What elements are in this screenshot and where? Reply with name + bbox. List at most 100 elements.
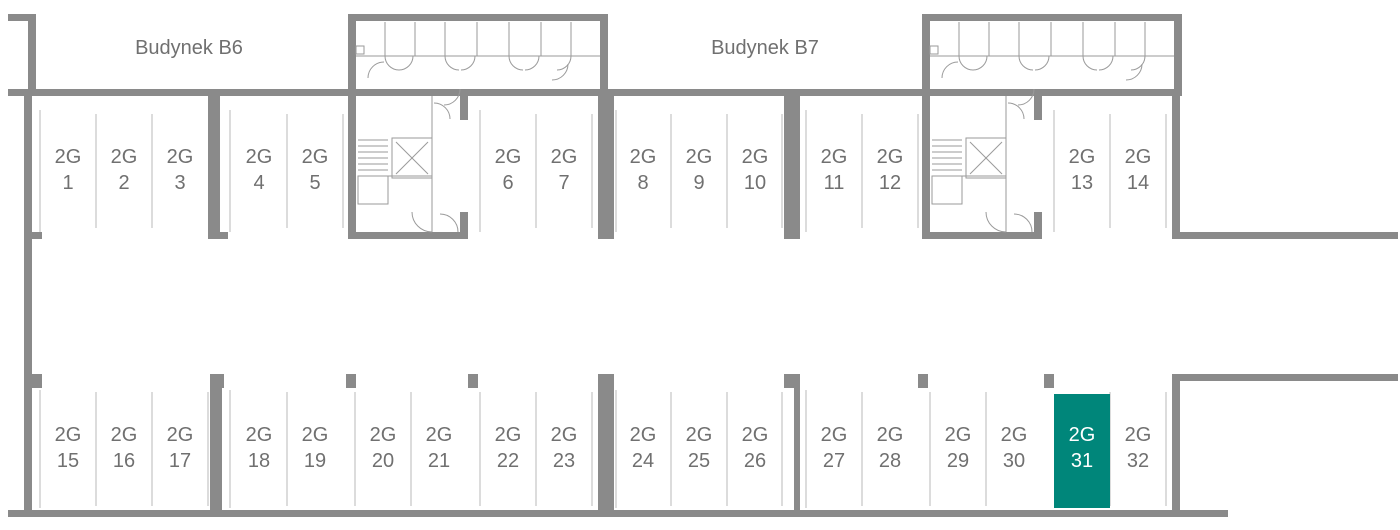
- spot-code: 2G: [246, 424, 273, 446]
- spot-code: 2G: [551, 146, 578, 168]
- spot-code: 2G: [821, 424, 848, 446]
- spot-number: 19: [304, 450, 326, 472]
- spot-number: 21: [428, 450, 450, 472]
- spot-number: 25: [688, 450, 710, 472]
- spot-code: 2G: [686, 424, 713, 446]
- spot-dividers: [39, 110, 1167, 508]
- spot-code: 2G: [877, 146, 904, 168]
- building-label-b6: Budynek B6: [135, 37, 243, 59]
- selected-spot-highlight[interactable]: [1054, 394, 1110, 508]
- spot-code: 2G: [630, 146, 657, 168]
- parking-spot-2[interactable]: 2G2: [96, 116, 152, 230]
- building-label-b7: Budynek B7: [711, 37, 819, 59]
- spot-number: 26: [744, 450, 766, 472]
- spot-code: 2G: [877, 424, 904, 446]
- parking-spot-1[interactable]: 2G1: [40, 116, 96, 230]
- spot-number: 20: [372, 450, 394, 472]
- spot-number: 7: [558, 172, 569, 194]
- spot-code: 2G: [370, 424, 397, 446]
- spot-number: 9: [693, 172, 704, 194]
- parking-spot-7[interactable]: 2G7: [536, 116, 592, 230]
- parking-spot-4[interactable]: 2G4: [231, 116, 287, 230]
- spot-number: 1: [62, 172, 73, 194]
- spot-number: 22: [497, 450, 519, 472]
- spot-number: 16: [113, 450, 135, 472]
- spot-code: 2G: [686, 146, 713, 168]
- spot-number: 18: [248, 450, 270, 472]
- spot-code: 2G: [551, 424, 578, 446]
- spot-number: 8: [637, 172, 648, 194]
- spot-code: 2G: [55, 424, 82, 446]
- parking-spot-5[interactable]: 2G5: [287, 116, 343, 230]
- spot-code: 2G: [167, 424, 194, 446]
- parking-spot-9[interactable]: 2G9: [671, 116, 727, 230]
- spot-code: 2G: [1125, 424, 1152, 446]
- spot-code: 2G: [111, 424, 138, 446]
- spot-number: 27: [823, 450, 845, 472]
- spot-number: 10: [744, 172, 766, 194]
- spot-number: 17: [169, 450, 191, 472]
- spot-code: 2G: [55, 146, 82, 168]
- storage-lockers-b6: [355, 22, 600, 81]
- spot-code: 2G: [302, 146, 329, 168]
- spot-number: 12: [879, 172, 901, 194]
- spot-code: 2G: [426, 424, 453, 446]
- spot-number: 31: [1071, 450, 1093, 472]
- spot-code: 2G: [630, 424, 657, 446]
- spot-code: 2G: [495, 424, 522, 446]
- spot-number: 5: [309, 172, 320, 194]
- spot-number: 11: [824, 172, 845, 194]
- spot-code: 2G: [1001, 424, 1028, 446]
- spot-number: 24: [632, 450, 654, 472]
- spot-code: 2G: [821, 146, 848, 168]
- spot-code: 2G: [1069, 146, 1096, 168]
- storage-lockers-b7: [929, 22, 1174, 81]
- spot-code: 2G: [1125, 146, 1152, 168]
- spot-code: 2G: [111, 146, 138, 168]
- parking-spot-8[interactable]: 2G8: [615, 116, 671, 230]
- spot-code: 2G: [246, 146, 273, 168]
- spot-number: 29: [947, 450, 969, 472]
- parking-spot-6[interactable]: 2G6: [480, 116, 536, 230]
- spot-code: 2G: [742, 424, 769, 446]
- spot-number: 30: [1003, 450, 1025, 472]
- spot-number: 28: [879, 450, 901, 472]
- spot-number: 13: [1071, 172, 1093, 194]
- spot-number: 32: [1127, 450, 1149, 472]
- parking-spot-3[interactable]: 2G3: [152, 116, 208, 230]
- spot-code: 2G: [167, 146, 194, 168]
- spot-code: 2G: [1069, 424, 1096, 446]
- spot-number: 2: [118, 172, 129, 194]
- parking-spots: 2G12G22G32G42G52G62G72G82G92G102G112G122…: [40, 116, 1166, 508]
- spot-number: 14: [1127, 172, 1149, 194]
- spot-code: 2G: [742, 146, 769, 168]
- stair-lift-core-b7: [931, 88, 1035, 233]
- walls: [8, 14, 1398, 517]
- spot-code: 2G: [495, 146, 522, 168]
- spot-code: 2G: [302, 424, 329, 446]
